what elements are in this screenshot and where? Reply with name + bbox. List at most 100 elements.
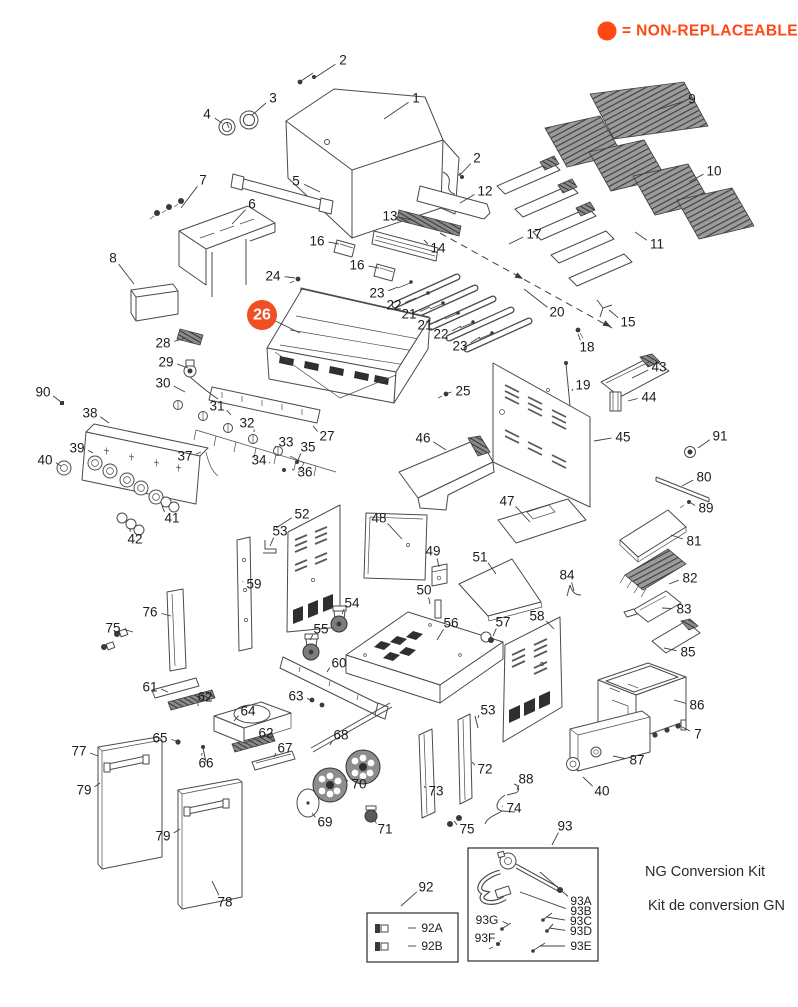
part-81-tray-shape: [619, 509, 687, 563]
leader-line-12: [459, 194, 475, 204]
part-27-rail-shape: [208, 386, 321, 424]
part-26-firebox-shape: [266, 287, 431, 404]
leader-line-3: [251, 102, 267, 116]
part-label-62: 62: [197, 690, 212, 705]
part-58-panel-shape: [502, 616, 563, 743]
leader-line-75: [453, 820, 458, 826]
part-label-36: 36: [297, 465, 312, 480]
leader-line-53: [269, 537, 275, 547]
leader-line-88: [516, 785, 520, 791]
part-28-shape: [176, 328, 204, 346]
part-29-igniter-shape: [183, 359, 197, 378]
leader-line-65: [171, 739, 177, 742]
part-label-79: 79: [76, 783, 91, 798]
leader-line-34: [268, 461, 271, 464]
part-24-screw-shape: [289, 276, 301, 284]
leader-line-14: [423, 239, 429, 245]
part-7b-screws-shape: [652, 723, 681, 738]
leader-line-7: [681, 726, 690, 732]
leader-line-18: [577, 333, 581, 341]
part-label-91: 91: [712, 429, 727, 444]
part-47-tray-shape: [497, 498, 587, 544]
leader-line-77: [90, 752, 99, 757]
part-label-87: 87: [629, 753, 644, 768]
part-label-29: 29: [158, 355, 173, 370]
part-75b-screws-shape: [447, 815, 462, 827]
part-76-bar-shape: [166, 588, 187, 672]
part-62-strips-shape: [167, 689, 276, 753]
leader-line-22: [451, 325, 462, 332]
part-label-24: 24: [265, 269, 281, 284]
part-shapes: [56, 72, 755, 963]
part-label-70: 70: [351, 777, 366, 792]
leader-line-85: [663, 647, 677, 652]
part-4-thermometer-shape: [218, 118, 236, 136]
leader-line-82: [668, 579, 679, 585]
part-label-81: 81: [686, 534, 701, 549]
leader-line-93G: [502, 921, 509, 925]
part-label-8: 8: [109, 251, 117, 266]
hose-icon: [477, 869, 512, 905]
part-77-door-shape: [97, 736, 163, 870]
leader-line-52: [275, 517, 293, 529]
part-label-83: 83: [676, 602, 691, 617]
leader-line-89: [690, 502, 696, 506]
part-label-93E: 93E: [570, 939, 591, 953]
leader-line-41: [161, 505, 166, 513]
leader-line-10: [688, 173, 704, 183]
part-60-bar-shape: [279, 656, 389, 720]
part-37-harness-shape: [193, 429, 337, 477]
part-80-rod-shape: [655, 476, 710, 503]
part-10-grates-shape: [544, 115, 755, 240]
part-label-93A: 93A: [570, 894, 591, 908]
part-label-73: 73: [428, 784, 443, 799]
part-71-caster-shape: [364, 805, 378, 823]
leader-line-74: [501, 805, 503, 807]
part-78-door-shape: [177, 778, 243, 910]
part-label-39: 39: [69, 441, 84, 456]
part-label-66: 66: [198, 756, 213, 771]
highlighted-part-number: 26: [253, 307, 271, 324]
conversion-kit-titles: NG Conversion Kit Kit de conversion GN: [645, 864, 785, 914]
part-91-knob-shape: [684, 446, 696, 458]
leader-line-28: [174, 337, 187, 342]
leader-line-19: [571, 388, 574, 392]
highlight-circle: [247, 300, 277, 330]
leader-line-93B: [519, 891, 566, 910]
leader-line-48: [387, 523, 403, 540]
leader-line-53: [477, 714, 480, 719]
part-label-23: 23: [452, 339, 467, 354]
leader-line-17: [508, 236, 524, 245]
leader-line-80: [681, 479, 694, 487]
leader-line-2: [315, 63, 336, 78]
part-label-62: 62: [258, 726, 273, 741]
leader-line-15: [608, 309, 619, 319]
part-label-41: 41: [164, 511, 179, 526]
part-label-20: 20: [549, 305, 564, 320]
part-label-21: 21: [401, 307, 416, 322]
leader-line-79: [173, 828, 181, 834]
leader-line-46: [433, 441, 447, 451]
leader-line-58: [545, 620, 555, 630]
leader-line-16: [368, 265, 380, 269]
part-73-leg-shape: [418, 728, 436, 819]
leader-line-9: [656, 100, 684, 111]
part-66-screw-shape: [201, 745, 207, 763]
part-69-wheel-cover-shape: [296, 788, 320, 818]
kit-title-en: NG Conversion Kit: [645, 864, 765, 880]
part-49-bracket-shape: [431, 563, 448, 587]
part-label-53: 53: [480, 703, 495, 718]
part-label-93G: 93G: [476, 913, 499, 927]
leader-line-83: [661, 607, 673, 610]
part-label-45: 45: [615, 430, 630, 445]
leader-line-44: [627, 398, 638, 402]
part-label-17: 17: [526, 227, 541, 242]
part-label-82: 82: [682, 571, 697, 586]
part-label-54: 54: [344, 596, 360, 611]
leader-line-87: [612, 755, 626, 760]
part-label-76: 76: [142, 605, 157, 620]
part-90-shape: [60, 401, 64, 405]
part-label-93B: 93B: [570, 904, 591, 918]
part-72-leg-shape: [457, 713, 473, 805]
